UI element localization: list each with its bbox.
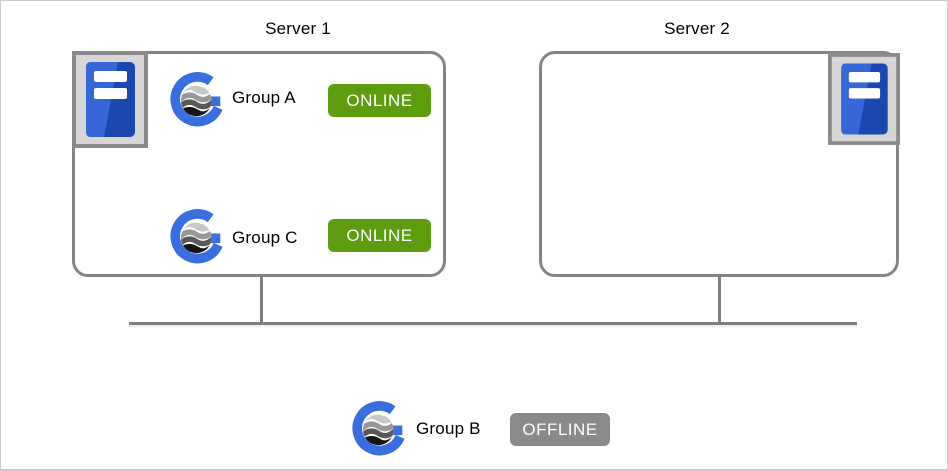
network-bus-line (129, 322, 857, 325)
group-globe-icon (170, 72, 226, 128)
group-globe-icon (170, 209, 226, 265)
server2-title: Server 2 (664, 19, 730, 38)
group-c-label: Group C (232, 228, 298, 247)
server2-connector-line (718, 275, 721, 322)
group-a-status-badge: ONLINE (328, 84, 431, 117)
group-b-status-badge: OFFLINE (510, 413, 610, 446)
group-b-label: Group B (416, 419, 481, 438)
group-a-label: Group A (232, 88, 296, 107)
server-tower-icon (72, 51, 148, 148)
server1-connector-line (260, 275, 263, 322)
group-globe-icon (352, 401, 408, 457)
group-c-status-badge: ONLINE (328, 219, 431, 252)
server-tower-icon (828, 53, 900, 145)
server1-title: Server 1 (265, 19, 331, 38)
